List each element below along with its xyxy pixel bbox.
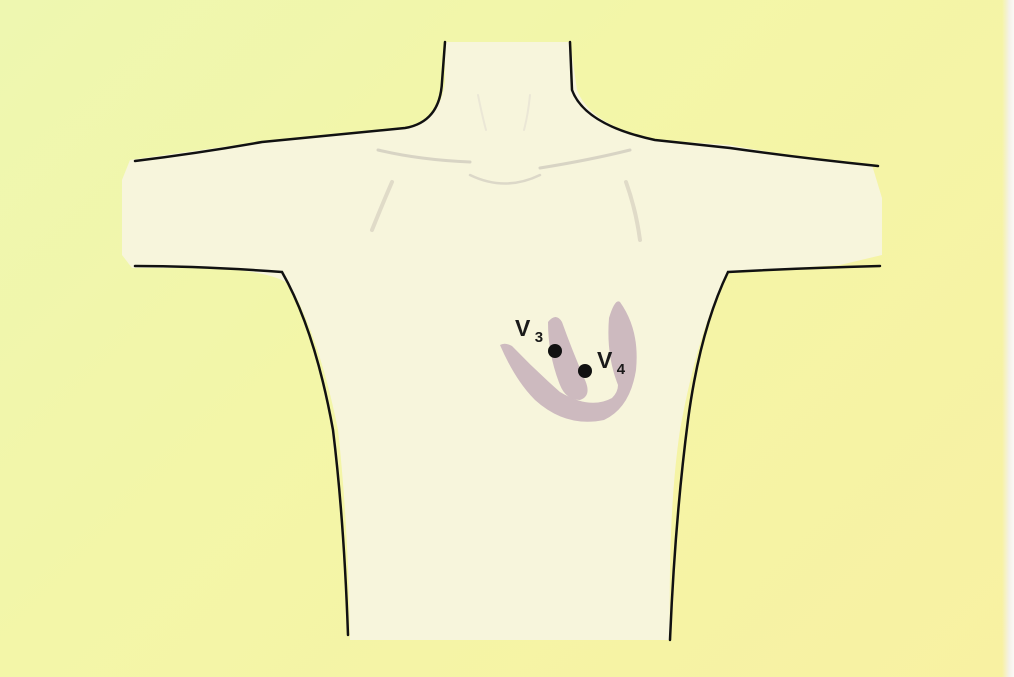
- torso-silhouette: [122, 42, 882, 640]
- page-edge: [1002, 0, 1014, 677]
- lead-label-v3-letter: V: [515, 315, 531, 341]
- lead-label-v4-subscript: 4: [617, 361, 626, 378]
- electrode-v3: [548, 344, 562, 358]
- lead-label-v3-subscript: 3: [535, 329, 543, 346]
- electrode-v4: [578, 364, 592, 378]
- lead-label-v4-letter: V: [597, 347, 613, 373]
